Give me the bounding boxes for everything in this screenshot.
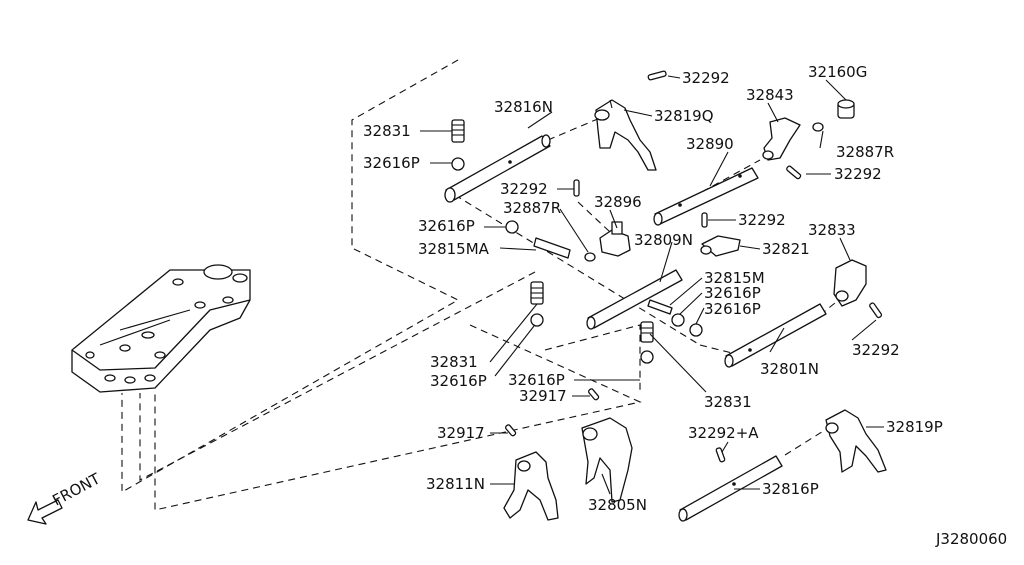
label-32831-center: 32831 xyxy=(704,393,752,411)
label-32819p: 32819P xyxy=(886,418,943,436)
label-32890: 32890 xyxy=(686,135,734,153)
label-32160g: 32160G xyxy=(808,63,867,81)
pin-32292-right xyxy=(786,165,802,180)
label-32917-b: 32917 xyxy=(437,424,485,442)
label-32616p-right-b: 32616P xyxy=(704,300,761,318)
shift-fork-32819p xyxy=(825,409,887,473)
bracket-32833 xyxy=(833,259,867,307)
washer-32887r-right xyxy=(812,122,824,132)
label-32292-right: 32292 xyxy=(834,165,882,183)
shift-rod-32816p xyxy=(678,455,783,522)
pin-32292-top xyxy=(647,70,667,81)
pin-32917-a xyxy=(588,388,600,401)
lever-32821 xyxy=(700,235,741,257)
label-32917-a: 32917 xyxy=(519,387,567,405)
ball-32616p-left xyxy=(530,313,544,327)
label-32833: 32833 xyxy=(808,221,856,239)
washer-32887r-center xyxy=(584,252,596,262)
bracket-32843 xyxy=(762,117,801,161)
front-label: FRONT xyxy=(49,469,103,509)
label-32801n: 32801N xyxy=(760,360,819,378)
leader-lines xyxy=(420,75,884,495)
label-32616p-top: 32616P xyxy=(363,154,420,172)
diagram-code: J3280060 xyxy=(935,530,1007,548)
shift-rod-32890 xyxy=(653,167,759,226)
shift-rod-32801n xyxy=(724,303,827,368)
front-direction-arrow: FRONT xyxy=(27,469,104,525)
part-labels: 32292 32160G 32816N 32843 32819Q 32831 3… xyxy=(363,63,943,514)
spring-32831-left xyxy=(530,281,544,305)
label-32821: 32821 xyxy=(762,240,810,258)
label-32809n: 32809N xyxy=(634,231,693,249)
spring-32831-top xyxy=(451,119,465,143)
ball-32616p-center xyxy=(640,350,654,364)
label-32819q: 32819Q xyxy=(654,107,714,125)
shift-fork-32811n xyxy=(503,451,559,521)
label-32292-plus-a: 32292+A xyxy=(688,424,759,442)
plunger-32815ma xyxy=(533,237,571,259)
ball-32616p-right-b xyxy=(689,323,703,337)
label-32292-far-right: 32292 xyxy=(852,341,900,359)
pin-32292-plus-a xyxy=(715,447,726,463)
label-32815m: 32815M xyxy=(704,269,765,287)
label-32831-top: 32831 xyxy=(363,122,411,140)
pin-32292-mid xyxy=(701,212,708,228)
label-32292-mid: 32292 xyxy=(738,211,786,229)
spring-32831-center xyxy=(640,321,654,343)
label-32616p-left: 32616P xyxy=(430,372,487,390)
ball-32616p-top xyxy=(451,157,465,171)
label-32896: 32896 xyxy=(594,193,642,211)
label-32292-center: 32292 xyxy=(500,180,548,198)
label-32815ma: 32815MA xyxy=(418,240,490,258)
label-32843: 32843 xyxy=(746,86,794,104)
shift-rod-32816n xyxy=(444,134,551,203)
label-32805n: 32805N xyxy=(588,496,647,514)
label-32816n: 32816N xyxy=(494,98,553,116)
pin-32292-center xyxy=(573,179,580,197)
ball-32616p-right-a xyxy=(671,313,685,327)
label-32616p-center: 32616P xyxy=(508,371,565,389)
label-32887r-right: 32887R xyxy=(836,143,894,161)
shift-rod-32809n xyxy=(586,269,683,330)
label-32831-left: 32831 xyxy=(430,353,478,371)
label-32616p-right-a: 32616P xyxy=(704,284,761,302)
plunger-32815m xyxy=(647,299,673,315)
label-32887r-center: 32887R xyxy=(503,199,561,217)
label-32292-top: 32292 xyxy=(682,69,730,87)
shift-fork-32819q xyxy=(594,99,657,171)
pin-32292-far-right xyxy=(869,302,883,319)
pin-32917-b xyxy=(505,424,517,437)
transmission-case-housing xyxy=(71,264,251,393)
shift-fork-32805n xyxy=(581,417,633,503)
assembly-guide-lines xyxy=(121,59,846,511)
label-32816p: 32816P xyxy=(762,480,819,498)
label-32616p-mid: 32616P xyxy=(418,217,475,235)
label-32811n: 32811N xyxy=(426,475,485,493)
ball-32616p-mid xyxy=(505,220,519,234)
collar-32160g xyxy=(837,99,855,119)
